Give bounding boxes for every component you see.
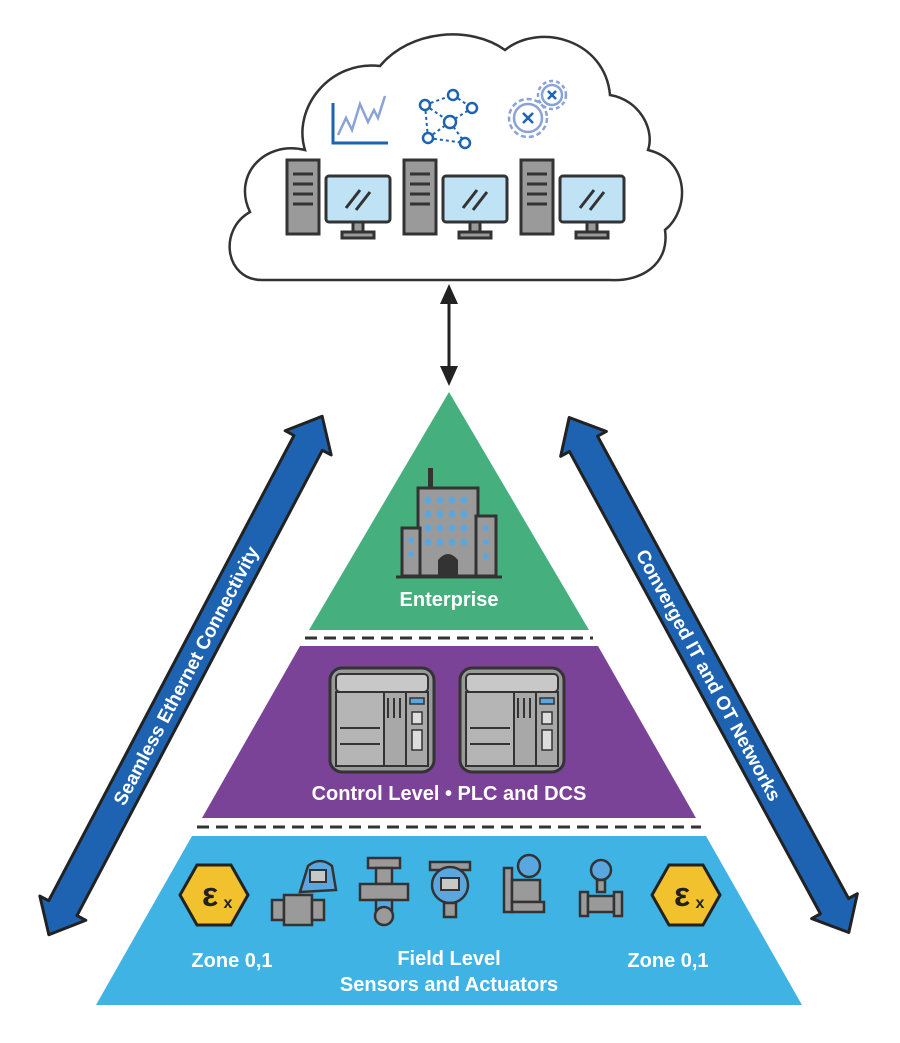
zone-left-label: Zone 0,1	[191, 950, 272, 972]
atex-ex-icon	[650, 863, 722, 927]
server-tower-icon	[519, 158, 555, 236]
server-tower-icon	[285, 158, 321, 236]
cloud	[228, 33, 684, 282]
field-tier	[96, 836, 802, 1005]
transmitter-icon	[428, 860, 472, 919]
control-tier	[202, 646, 696, 818]
plc-controller-icon	[328, 666, 436, 774]
flow-meter-icon	[578, 858, 624, 918]
server-tower-icon	[402, 158, 438, 236]
valve-actuator-icon	[270, 859, 338, 927]
network-nodes-icon	[418, 88, 479, 150]
enterprise-label: Enterprise	[400, 589, 499, 611]
field-level-label: Field Level	[397, 948, 500, 970]
flow-meter-icon	[502, 853, 546, 914]
gears-icon	[507, 79, 568, 139]
field-level-sublabel: Sensors and Actuators	[340, 974, 558, 996]
trend-chart-icon	[331, 95, 388, 145]
zone-right-label: Zone 0,1	[627, 950, 708, 972]
office-building-icon	[396, 468, 502, 579]
control-valve-icon	[358, 856, 410, 927]
atex-ex-icon	[178, 863, 250, 927]
control-level-label: Control Level • PLC and DCS	[312, 783, 587, 805]
cloud-link-arrow	[440, 284, 458, 386]
plc-controller-icon	[458, 666, 566, 774]
